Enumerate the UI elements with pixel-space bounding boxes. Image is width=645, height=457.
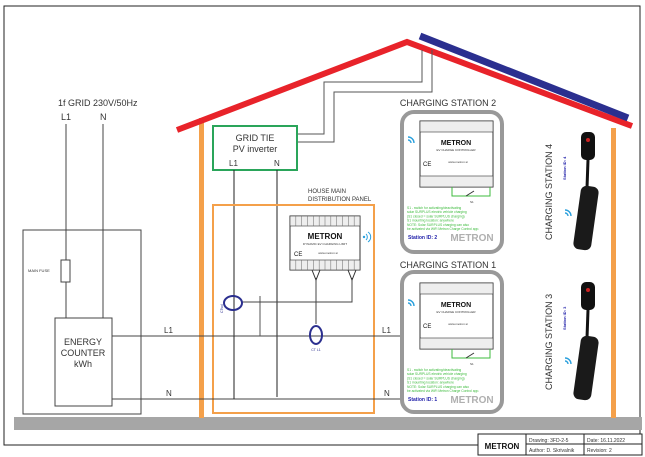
grid-tie-inverter bbox=[212, 125, 298, 171]
station-note-line: S1 - switch for activating/deactivating bbox=[407, 206, 461, 210]
main-fuse-label: MAIN FUSE bbox=[28, 268, 50, 273]
station1-device-url: www.metron.si bbox=[448, 322, 468, 326]
ce-mark: CE bbox=[423, 162, 431, 168]
panel-device-url: www.metron.si bbox=[318, 251, 338, 255]
station-note-line: (S1 closed = solar SURPLUS charging) bbox=[407, 376, 465, 380]
ground-strip bbox=[14, 417, 642, 430]
station-note-line: NOTE: Solar SURPLUS charging can also bbox=[407, 223, 469, 227]
terminal-arrow-2 bbox=[347, 269, 357, 282]
station1-controller bbox=[419, 282, 494, 359]
station3-title: CHARGING STATION 3 bbox=[544, 294, 554, 390]
wifi-icon bbox=[564, 209, 572, 217]
ct-solar-label: CTsol bbox=[220, 304, 224, 313]
main-fuse bbox=[60, 259, 71, 283]
wifi-icon bbox=[362, 231, 372, 243]
station-note-line: (S1 closed = solar SURPLUS charging) bbox=[407, 214, 465, 218]
title-block-drawing: Drawing: 3FD-2-5 bbox=[529, 438, 569, 444]
panel-device-subtitle: DYNAMIC EV CHARGING LIMIT bbox=[303, 242, 347, 246]
house-roof bbox=[175, 38, 634, 133]
station4-title: CHARGING STATION 4 bbox=[544, 144, 554, 240]
station3-id: Station ID: 3 bbox=[562, 306, 567, 330]
station-note-line: solar SURPLUS electric vehicle charging bbox=[407, 372, 467, 376]
ct-l1-sensor bbox=[309, 325, 323, 345]
station-note-line: S1 mounting location: anywhere bbox=[407, 381, 454, 385]
wifi-icon bbox=[407, 136, 415, 144]
ce-mark: CE bbox=[294, 252, 302, 258]
title-block-date: Date: 16.11.2022 bbox=[587, 438, 625, 444]
station2-device-url: www.metron.si bbox=[448, 160, 468, 164]
terminal-arrow-1 bbox=[311, 269, 321, 282]
ct-sol-lead bbox=[242, 278, 353, 303]
pv-cable-2 bbox=[296, 50, 433, 143]
station1-device-subtitle: EV CHARGE CONTROLLER bbox=[436, 310, 476, 314]
meter-box bbox=[22, 229, 142, 415]
wifi-icon bbox=[564, 357, 572, 365]
energy-counter-line3: kWh bbox=[74, 359, 92, 369]
bus-l1-label: L1 bbox=[164, 326, 173, 335]
station2-logo: METRON bbox=[450, 233, 493, 244]
ct-solar-sensor bbox=[223, 295, 243, 311]
station2-device-subtitle: EV CHARGE CONTROLLER bbox=[436, 148, 476, 152]
title-block-revision: Revision: 2 bbox=[587, 448, 612, 454]
station2-controller bbox=[419, 120, 494, 197]
grid-n-label: N bbox=[100, 112, 107, 122]
bus-n-label: N bbox=[166, 389, 172, 398]
house-distribution-panel bbox=[212, 204, 375, 414]
inverter-line1: GRID TIE bbox=[236, 133, 275, 143]
inverter-l1-label: L1 bbox=[229, 159, 238, 168]
station-note-line: be activated via WiFi Metron Charge Cont… bbox=[407, 389, 479, 393]
panel-title-line1: HOUSE MAIN bbox=[308, 189, 346, 195]
station2-id: Station ID: 2 bbox=[408, 235, 437, 241]
inverter-line2: PV inverter bbox=[233, 144, 278, 154]
station-note-line: be activated via WiFi Metron Charge Cont… bbox=[407, 227, 479, 231]
house-wall-left bbox=[199, 118, 204, 418]
title-block-author: Author: D. Skrivalnik bbox=[529, 448, 575, 454]
station1-title: CHARGING STATION 1 bbox=[400, 260, 496, 270]
solar-panel bbox=[418, 32, 630, 122]
grid-l1-label: L1 bbox=[61, 112, 71, 122]
energy-counter bbox=[54, 317, 113, 407]
house-wall-right bbox=[611, 128, 616, 418]
wifi-icon bbox=[407, 299, 415, 307]
ce-mark: CE bbox=[423, 324, 431, 330]
bus-l1-right-label: L1 bbox=[382, 326, 391, 335]
station-note-line: solar SURPLUS electric vehicle charging bbox=[407, 210, 467, 214]
portable-charger-4 bbox=[573, 132, 599, 251]
station2-switch-label: S1 bbox=[470, 200, 474, 204]
panel-title-line2: DISTRIBUTION PANEL bbox=[308, 197, 372, 203]
station2-device-brand: METRON bbox=[441, 140, 471, 147]
bus-n-right-label: N bbox=[384, 389, 390, 398]
pv-cable-1 bbox=[296, 50, 423, 135]
station4-id: Station ID: 4 bbox=[562, 156, 567, 180]
portable-charger-3 bbox=[573, 282, 599, 401]
station1-device-brand: METRON bbox=[441, 302, 471, 309]
title-block-logo: METRON bbox=[485, 442, 520, 451]
station-note-line: S1 mounting location: anywhere bbox=[407, 219, 454, 223]
inverter-n-label: N bbox=[274, 159, 280, 168]
station2-title: CHARGING STATION 2 bbox=[400, 98, 496, 108]
station-note-line: S1 - switch for activating/deactivating bbox=[407, 368, 461, 372]
drawing-frame bbox=[3, 5, 641, 446]
station1-id: Station ID: 1 bbox=[408, 397, 437, 403]
energy-counter-line2: COUNTER bbox=[61, 348, 106, 358]
energy-counter-line1: ENERGY bbox=[64, 337, 102, 347]
station1-switch-label: S1 bbox=[470, 362, 474, 366]
grid-title: 1f GRID 230V/50Hz bbox=[58, 98, 138, 108]
panel-device-brand: METRON bbox=[308, 232, 343, 241]
ct-l1-label: CT L1 bbox=[311, 348, 321, 352]
station1-logo: METRON bbox=[450, 395, 493, 406]
station-note-line: NOTE: Solar SURPLUS charging can also bbox=[407, 385, 469, 389]
